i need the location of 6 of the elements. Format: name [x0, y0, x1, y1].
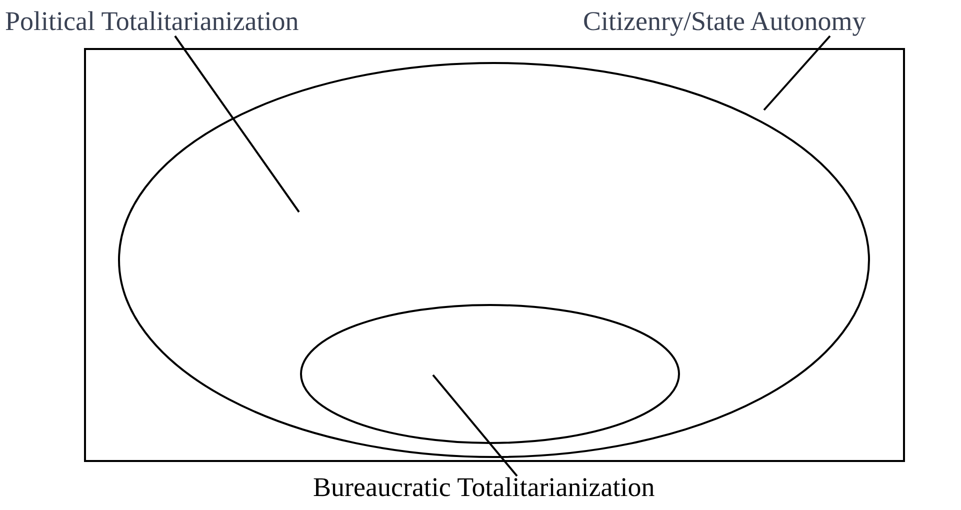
label-text: Bureaucratic Totalitarianization	[313, 472, 763, 502]
label-text: Political Totalitarianization	[5, 6, 413, 36]
leader-line	[763, 35, 831, 111]
ellipse-region	[300, 304, 680, 444]
label-text: Citizenry/State Autonomy	[583, 6, 953, 36]
leader-line	[174, 35, 300, 213]
